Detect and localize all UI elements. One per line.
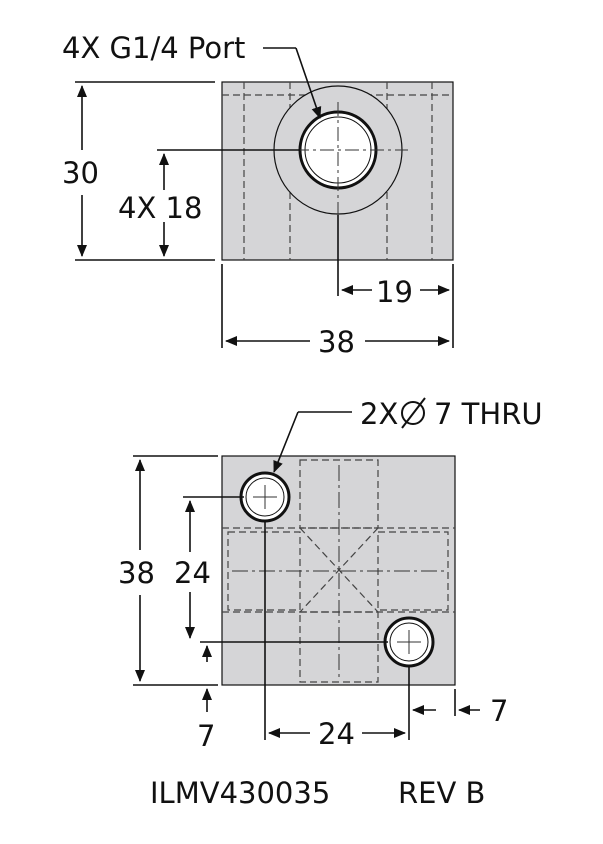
hole-callout-suffix: 7 THRU <box>434 397 543 431</box>
revision: REV B <box>398 776 485 810</box>
bottom-view: 2X 7 THRU 38 24 7 24 7 <box>118 397 543 753</box>
port-callout: 4X G1/4 Port <box>62 31 245 65</box>
hole-spacing-h-dim: 24 <box>318 717 355 751</box>
diameter-icon <box>401 397 426 429</box>
hole-spacing-v-dim: 24 <box>174 556 211 590</box>
edge-offset-h-dim: 7 <box>490 694 508 728</box>
hole-leader <box>273 411 299 473</box>
port-leader <box>295 47 322 119</box>
port-height-dim: 4X 18 <box>118 191 202 225</box>
hole-callout-prefix: 2X <box>360 397 398 431</box>
port-offset-dim: 19 <box>376 275 413 309</box>
title-block: ILMV430035 REV B <box>150 776 485 810</box>
top-view: 4X G1/4 Port 30 4X 18 19 38 <box>62 31 454 359</box>
edge-offset-v-dim: 7 <box>197 719 215 753</box>
width-dim: 38 <box>318 325 355 359</box>
height-dim: 30 <box>62 156 99 190</box>
block-height-dim: 38 <box>118 556 155 590</box>
part-number: ILMV430035 <box>150 776 330 810</box>
